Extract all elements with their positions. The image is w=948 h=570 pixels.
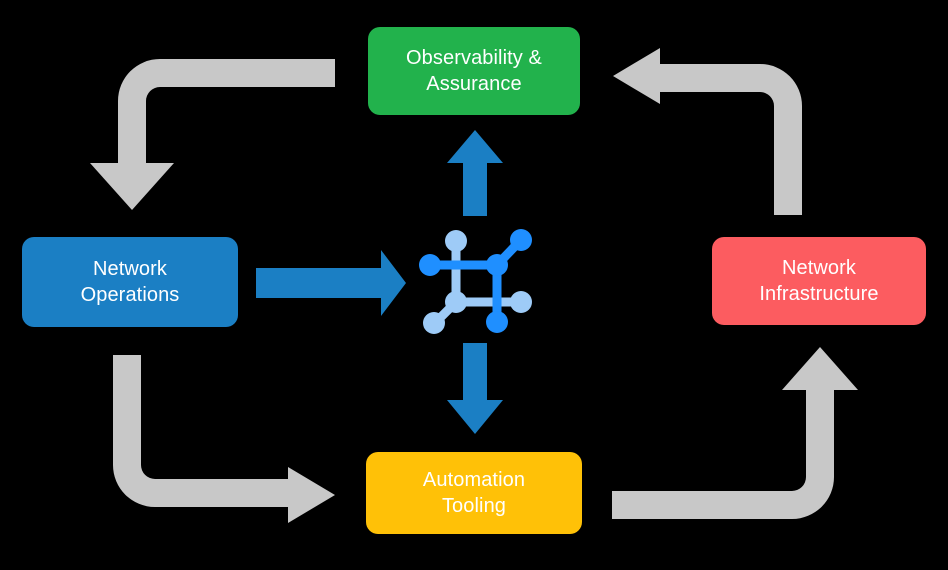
gray-arrow-automation-to-infrastructure: [612, 347, 858, 519]
blue-arrow-center-to-observability: [447, 130, 503, 216]
gray-arrow-observability-to-operations: [90, 59, 335, 210]
node-network-infrastructure[interactable]: Network Infrastructure: [712, 237, 926, 325]
blue-arrow-operations-to-center: [256, 250, 406, 316]
icon-node-hub: [486, 254, 508, 276]
node-automation-tooling[interactable]: Automation Tooling: [366, 452, 582, 534]
node-observability-assurance[interactable]: Observability & Assurance: [368, 27, 580, 115]
icon-node-right-mid: [510, 291, 532, 313]
node-operations-label: Network Operations: [80, 257, 180, 306]
node-observability-label: Observability & Assurance: [406, 46, 542, 95]
gray-arrow-infrastructure-to-observability: [613, 48, 802, 215]
icon-node-bottom-left-junction: [445, 291, 467, 313]
icon-node-bottom-left-leaf: [423, 312, 445, 334]
node-network-operations[interactable]: Network Operations: [22, 237, 238, 327]
node-infrastructure-label: Network Infrastructure: [759, 256, 879, 305]
icon-node-top: [445, 230, 467, 252]
network-topology-icon[interactable]: [419, 229, 532, 334]
gray-arrow-operations-to-automation: [113, 355, 335, 523]
icon-node-top-right: [510, 229, 532, 251]
icon-node-bottom: [486, 311, 508, 333]
blue-arrow-center-to-automation: [447, 343, 503, 434]
node-automation-label: Automation Tooling: [422, 468, 526, 517]
icon-node-left: [419, 254, 441, 276]
